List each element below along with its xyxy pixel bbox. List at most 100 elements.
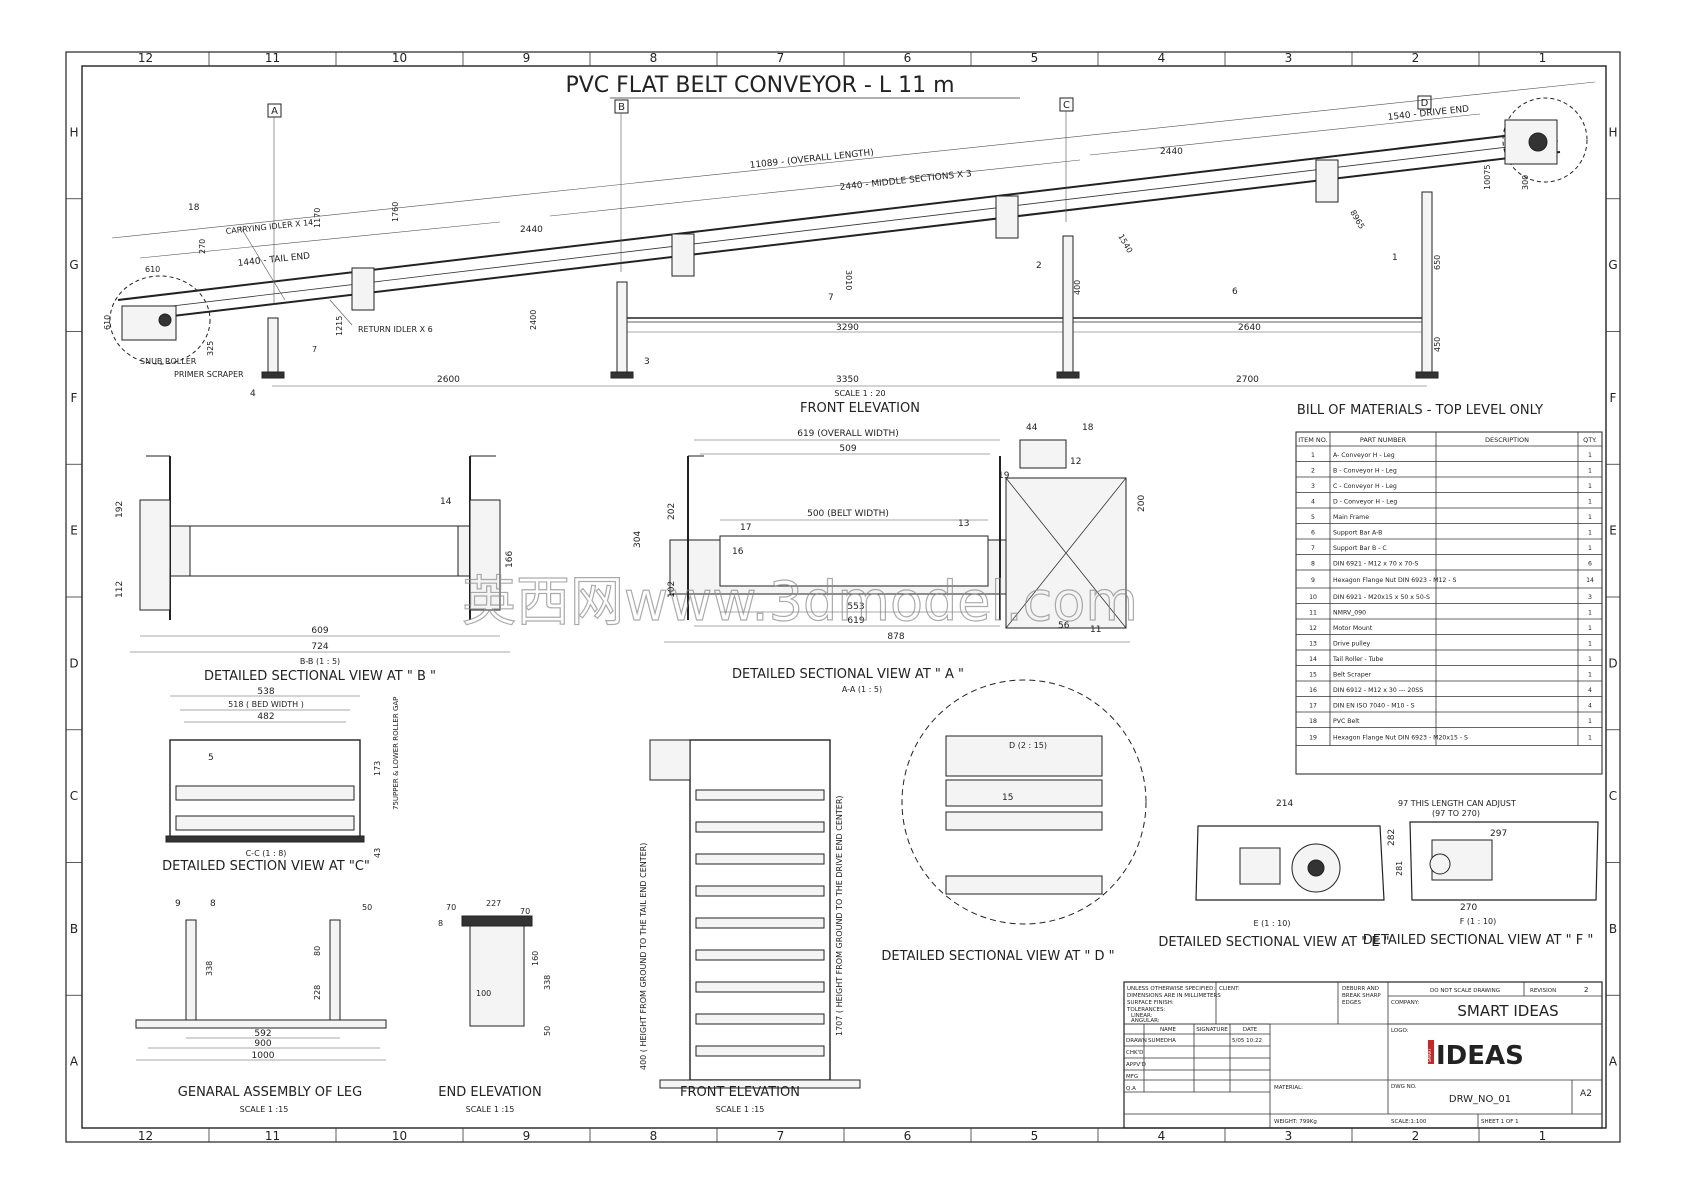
roller — [695, 789, 825, 801]
svg-text:DEBURR AND: DEBURR AND — [1342, 986, 1379, 992]
svg-text:610: 610 — [145, 265, 160, 274]
roller — [695, 917, 825, 929]
svg-text:A: A — [271, 106, 278, 117]
svg-text:17: 17 — [740, 523, 751, 533]
grid-col-label: 3 — [1285, 51, 1293, 65]
leg-A — [261, 317, 285, 379]
svg-text:6: 6 — [1232, 287, 1238, 297]
svg-text:900: 900 — [254, 1039, 271, 1049]
splice-plate — [1315, 159, 1339, 203]
logo-mark — [1428, 1040, 1434, 1064]
svg-text:509: 509 — [839, 444, 856, 454]
svg-text:538: 538 — [257, 687, 274, 697]
svg-text:400 ( HEIGHT FROM GROUND TO TH: 400 ( HEIGHT FROM GROUND TO THE TAIL END… — [639, 843, 648, 1070]
section-b-label: DETAILED SECTIONAL VIEW AT " B " — [204, 669, 436, 684]
svg-text:270: 270 — [198, 239, 207, 254]
svg-text:166: 166 — [505, 551, 515, 568]
svg-text:2: 2 — [1584, 986, 1588, 994]
svg-text:2400: 2400 — [529, 310, 538, 330]
svg-text:REVISION: REVISION — [1530, 988, 1556, 994]
bom-cell: 3 — [1311, 483, 1315, 490]
grid-col-label: 1 — [1539, 1129, 1547, 1143]
grid-col-label: 1 — [1539, 51, 1547, 65]
roller — [695, 1045, 825, 1057]
svg-text:609: 609 — [311, 626, 328, 636]
bom-cell: 16 — [1309, 687, 1317, 694]
svg-text:COMPANY:: COMPANY: — [1391, 1000, 1419, 1006]
svg-text:3: 3 — [644, 357, 650, 367]
bom-header: QTY. — [1583, 436, 1597, 444]
bom-cell: D - Conveyor H - Leg — [1333, 498, 1397, 505]
svg-text:1: 1 — [1392, 253, 1398, 263]
grid-col-label: 6 — [904, 51, 912, 65]
svg-text:270: 270 — [1460, 903, 1477, 913]
svg-text:2: 2 — [1036, 261, 1042, 271]
grid-row-label: E — [1609, 524, 1617, 538]
grid-col-label: 7 — [777, 51, 785, 65]
section-marker-a: A — [267, 103, 282, 305]
bom-cell: C - Conveyor H - Leg — [1333, 483, 1397, 490]
svg-text:7: 7 — [312, 345, 317, 354]
svg-text:F (1 : 10): F (1 : 10) — [1460, 917, 1496, 926]
grid-col-label: 6 — [904, 1129, 912, 1143]
grid-col-label: 8 — [650, 51, 658, 65]
roller — [695, 885, 825, 897]
svg-text:11: 11 — [1090, 625, 1101, 635]
svg-text:160: 160 — [531, 951, 540, 966]
svg-text:PRIMER SCRAPER: PRIMER SCRAPER — [174, 370, 244, 379]
bom-cell: 1 — [1588, 609, 1592, 616]
section-d-view: D (2 : 15) 15 DETAILED SECTIONAL VIEW AT… — [881, 679, 1147, 964]
bom-title: BILL OF MATERIALS - TOP LEVEL ONLY — [1297, 403, 1543, 418]
svg-text:A2: A2 — [1580, 1089, 1592, 1099]
svg-text:MATERIAL:: MATERIAL: — [1274, 1085, 1303, 1091]
svg-text:619: 619 — [847, 616, 864, 626]
svg-text:43: 43 — [373, 848, 382, 858]
section-f-label: DETAILED SECTIONAL VIEW AT " F " — [1363, 933, 1594, 948]
bom-cell: Hexagon Flange Nut DIN 6923 - M12 - S — [1333, 577, 1457, 584]
svg-text:18: 18 — [188, 203, 200, 213]
bom-cell: 6 — [1588, 560, 1592, 567]
grid-col-label: 4 — [1158, 51, 1166, 65]
svg-text:LOGO:: LOGO: — [1391, 1028, 1409, 1034]
bom-cell: 11 — [1309, 609, 1317, 616]
svg-text:10075: 10075 — [1483, 165, 1492, 190]
grid-col-label: 3 — [1285, 1129, 1293, 1143]
end-elevation-label: END ELEVATION — [438, 1085, 541, 1100]
bom-cell: A- Conveyor H - Leg — [1333, 452, 1395, 459]
svg-text:112: 112 — [115, 581, 125, 598]
grid-col-label: 2 — [1412, 51, 1420, 65]
leg-C — [1056, 235, 1080, 379]
bom-cell: DIN EN ISO 7040 - M10 - S — [1333, 702, 1415, 709]
bom-cell: 6 — [1311, 529, 1315, 536]
bom-cell: Drive pulley — [1333, 640, 1371, 647]
grid-row-label: D — [1608, 656, 1617, 670]
svg-text:E (1 : 10): E (1 : 10) — [1254, 919, 1291, 928]
company-name: SMART IDEAS — [1457, 1002, 1558, 1020]
tb-col-header: SIGNATURE — [1196, 1027, 1228, 1033]
svg-text:8965: 8965 — [1348, 209, 1366, 231]
grid-row-label: G — [69, 258, 78, 272]
bom-cell: 1 — [1588, 671, 1592, 678]
section-e-label: DETAILED SECTIONAL VIEW AT " E " — [1158, 935, 1389, 950]
bom-cell: 5 — [1311, 514, 1315, 521]
roller — [695, 821, 825, 833]
grid-col-label: 9 — [523, 1129, 531, 1143]
svg-text:1760: 1760 — [391, 202, 400, 222]
svg-text:SCALE 1 :15: SCALE 1 :15 — [716, 1105, 765, 1114]
svg-text:BREAK SHARP: BREAK SHARP — [1342, 993, 1381, 999]
svg-text:878: 878 — [887, 632, 904, 642]
tb-col-header: DATE — [1243, 1027, 1258, 1033]
splice-plate — [671, 233, 695, 277]
svg-text:CLIENT:: CLIENT: — [1219, 986, 1240, 992]
svg-text:2600: 2600 — [437, 375, 460, 385]
grid-col-label: 12 — [138, 1129, 153, 1143]
svg-text:1000: 1000 — [252, 1051, 275, 1061]
svg-text:4: 4 — [250, 389, 256, 399]
svg-text:200: 200 — [1137, 495, 1147, 512]
svg-text:TOLERANCES:: TOLERANCES: — [1126, 1007, 1166, 1013]
grid-col-label: 11 — [265, 51, 280, 65]
svg-text:75UPPER & LOWER ROLLER GAP: 75UPPER & LOWER ROLLER GAP — [392, 697, 400, 810]
